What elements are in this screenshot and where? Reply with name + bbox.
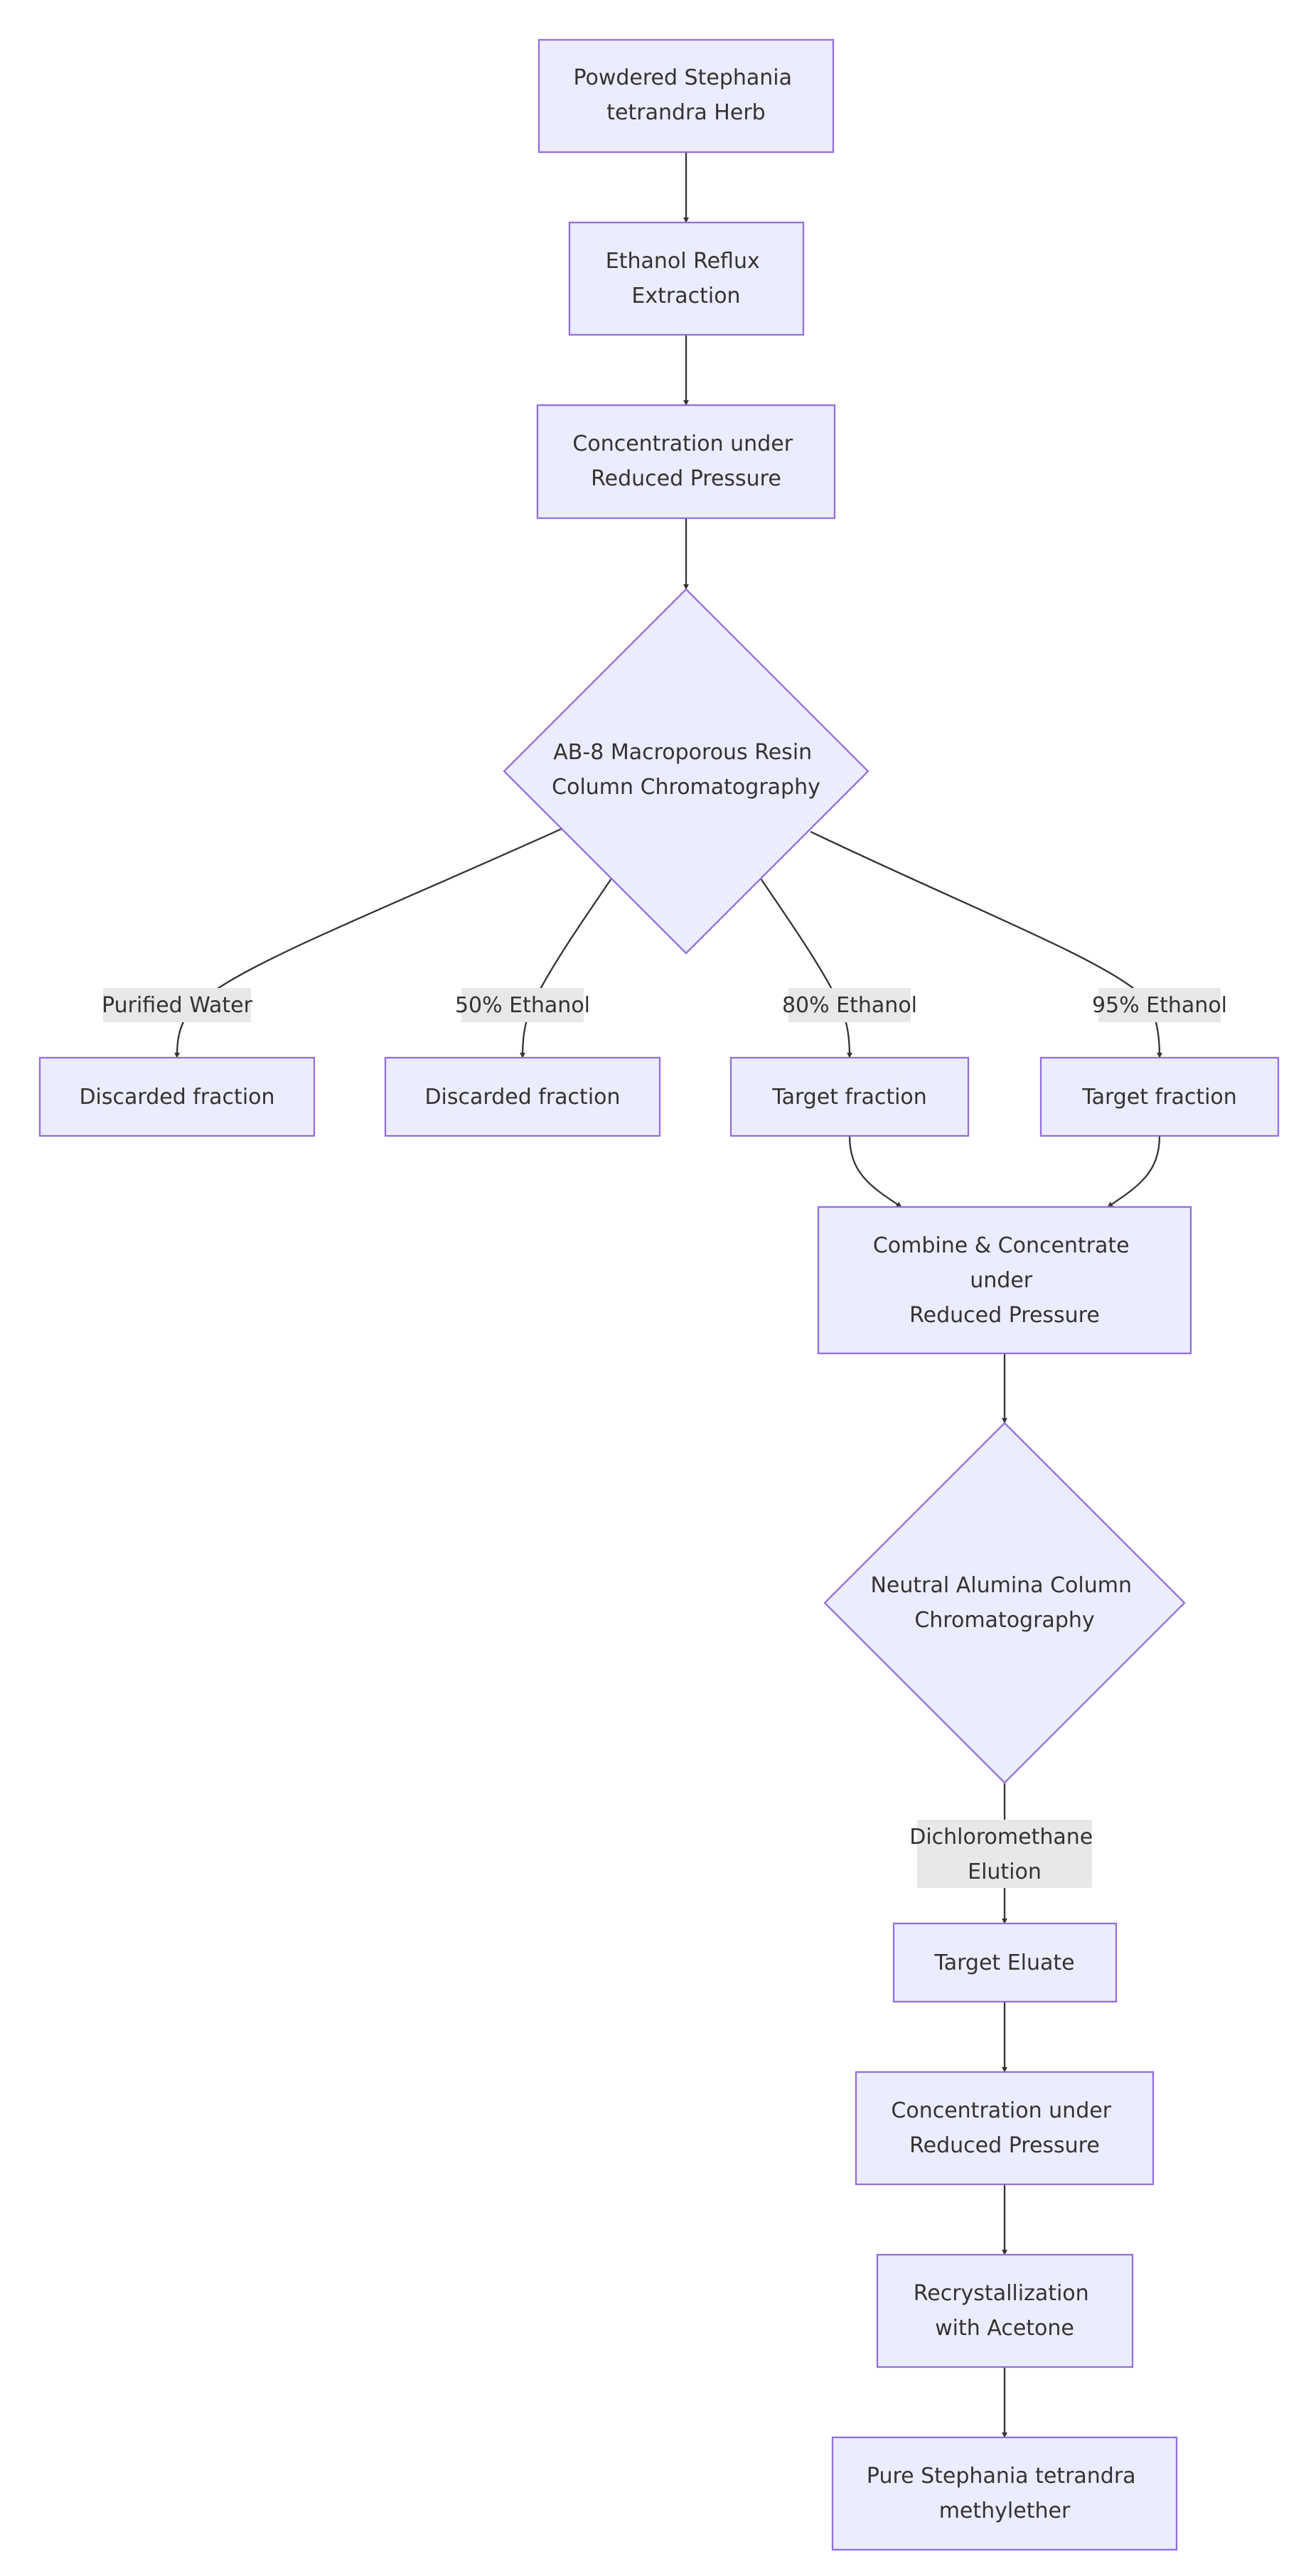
svg-text:Powdered Stephania tet: Powdered Stephania tetrandra Herb [573,65,798,125]
svg-text:Discarded fraction: Discarded fraction [79,1085,274,1110]
node-pure-product: Pure Stephania tetrandra methylether [831,2436,1178,2551]
node-concentration-1: Concentration under Reduced Pressure [536,404,836,520]
node-powdered-herb-line-1: Powdered Stephania [573,65,792,90]
node-target-fraction-2: Target fraction [1039,1056,1280,1137]
edge-label-bg-80-ethanol [788,988,911,1022]
svg-text:AB-8 Macroporous Resin: AB-8 Macroporous Resin Column Chromatogr… [552,740,820,800]
node-alumina-line-1: Neutral Alumina Column [870,1573,1132,1598]
svg-text:Combine & Concentrate: Combine & Concentrate under Reduced Pres… [873,1233,1136,1328]
node-recrystallization: Recrystallization with Acetone [876,2253,1134,2368]
svg-text:Target fraction: Target fraction [771,1085,927,1110]
node-ethanol-reflux: Ethanol Reflux Extraction [568,221,805,336]
svg-text:Ethanol Reflux Extract: Ethanol Reflux Extraction [606,249,767,308]
node-alumina-line-2: Chromatography [914,1608,1094,1633]
node-ab8-resin-chromatography: AB-8 Macroporous Resin Column Chromatogr… [503,588,869,955]
edge-label-dichloromethane-elution: Dichloromethane Elution [909,1825,1100,1884]
svg-text:Pure Stephania tetrandra: Pure Stephania tetrandra methylether [867,2464,1143,2523]
node-recrystallization-line-1: Recrystallization [914,2281,1089,2306]
svg-text:Target fraction: Target fraction [1081,1085,1237,1110]
node-target-fraction-1-label: Target fraction [771,1085,927,1110]
svg-text:Concentration under Re: Concentration under Reduced Pressure [572,431,799,491]
node-combine-line-1: Combine & Concentrate [873,1233,1130,1258]
edge-labels: Purified Water 50% Ethanol 80% Ethanol 9… [102,988,1227,1888]
svg-text:Discarded fraction: Discarded fraction [424,1085,620,1110]
edge-label-95-ethanol: 95% Ethanol [1092,993,1227,1018]
node-ethanol-reflux-line-2: Extraction [631,284,740,308]
node-pure-product-line-1: Pure Stephania tetrandra [867,2464,1136,2489]
node-powdered-herb-line-2: tetrandra Herb [606,100,765,125]
edge-label-purified-water: Purified Water [102,993,253,1018]
node-target-eluate: Target Eluate [892,1922,1118,2003]
node-ab8-line-1: AB-8 Macroporous Resin [553,740,812,765]
node-concentration-2-line-2: Reduced Pressure [909,2133,1100,2158]
node-target-fraction-2-label: Target fraction [1081,1085,1237,1110]
node-concentration-1-line-2: Reduced Pressure [591,466,781,491]
node-recrystallization-line-2: with Acetone [935,2316,1074,2341]
node-concentration-1-line-1: Concentration under [572,431,793,456]
node-concentration-2-line-1: Concentration under [891,2098,1111,2123]
nodes: Powdered Stephania tetrandra Herb Ethano… [38,38,1280,2551]
edge-ab8-to-target1 [760,878,852,1058]
edge-ab8-to-discard1 [174,827,562,1058]
node-pure-product-line-2: methylether [939,2499,1071,2523]
node-powdered-herb: Powdered Stephania tetrandra Herb [537,38,835,154]
svg-text:Concentration under Re: Concentration under Reduced Pressure [891,2098,1118,2158]
edge-label-bg-95-ethanol [1098,988,1221,1022]
edge-ab8-to-discard2 [520,878,612,1058]
edge-label-bg-50-ethanol [461,988,584,1022]
node-concentration-2: Concentration under Reduced Pressure [855,2071,1155,2186]
edges [174,152,1162,2438]
node-target-fraction-1: Target fraction [729,1056,970,1137]
node-combine-line-3: Reduced Pressure [909,1303,1100,1328]
edge-target1-to-combine [848,1135,902,1208]
node-ab8-line-2: Column Chromatography [552,775,820,800]
edge-label-80-ethanol: 80% Ethanol [782,993,917,1018]
node-ethanol-reflux-line-1: Ethanol Reflux [606,249,760,274]
node-discarded-fraction-2: Discarded fraction [384,1056,661,1137]
svg-text:Target Eluate: Target Eluate [933,1950,1074,1975]
node-neutral-alumina-chromatography: Neutral Alumina Column Chromatography [823,1422,1186,1784]
svg-text:Recrystallization with: Recrystallization with Acetone [914,2281,1096,2341]
node-target-eluate-label: Target Eluate [933,1950,1074,1975]
node-discarded-fraction-2-label: Discarded fraction [424,1085,620,1110]
edge-label-50-ethanol: 50% Ethanol [455,993,590,1018]
node-discarded-fraction-1: Discarded fraction [38,1056,316,1137]
edge-target2-to-combine [1107,1135,1161,1208]
edge-label-bg-purified-water [103,988,251,1022]
svg-text:Neutral Alumina Column: Neutral Alumina Column Chromatography [870,1573,1138,1633]
node-combine-line-2: under [970,1268,1033,1293]
node-combine-concentrate: Combine & Concentrate under Reduced Pres… [817,1206,1192,1355]
edge-label-bg-dichloromethane-elution [917,1820,1092,1888]
node-discarded-fraction-1-label: Discarded fraction [79,1085,274,1110]
edge-ab8-to-target2 [810,830,1162,1058]
